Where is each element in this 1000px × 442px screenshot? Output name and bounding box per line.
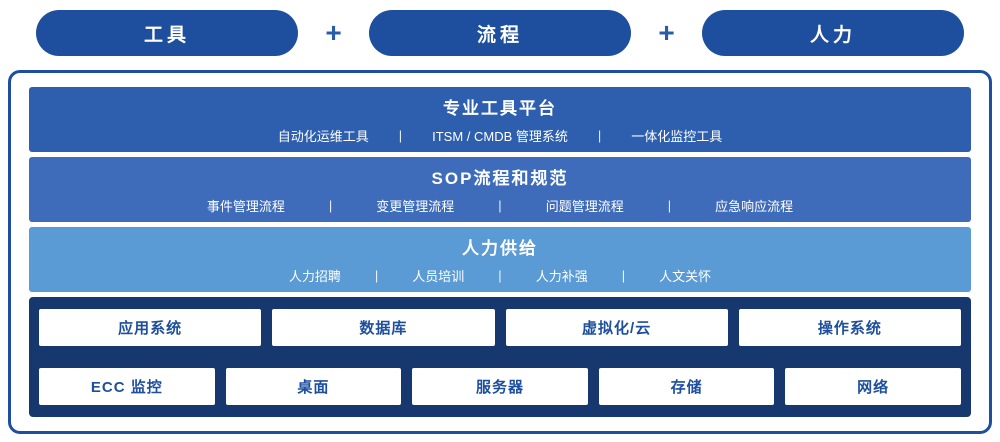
infrastructure-row-1: 应用系统 数据库 虚拟化/云 操作系统 <box>39 309 961 346</box>
band-manpower-supply-items: 人力招聘 | 人员培训 | 人力补强 | 人文关怀 <box>289 266 711 285</box>
item-separator: | <box>621 268 626 283</box>
pill-manpower-label: 人力 <box>809 24 856 46</box>
pill-tools: 工具 <box>36 10 298 56</box>
band-item: 人员培训 <box>412 269 465 284</box>
band-sop-process-title: SOP流程和规范 <box>431 169 569 188</box>
band-item: 人力补强 <box>535 269 588 284</box>
band-item: 自动化运维工具 <box>277 129 369 144</box>
band-manpower-supply: 人力供给 人力招聘 | 人员培训 | 人力补强 | 人文关怀 <box>29 227 971 292</box>
box-network: 网络 <box>785 368 961 405</box>
main-frame: 专业工具平台 自动化运维工具 | ITSM / CMDB 管理系统 | 一体化监… <box>8 70 992 434</box>
band-item: 变更管理流程 <box>376 199 455 214</box>
infrastructure-row-2: ECC 监控 桌面 服务器 存储 网络 <box>39 368 961 405</box>
pill-manpower: 人力 <box>702 10 964 56</box>
band-manpower-supply-title: 人力供给 <box>462 239 538 258</box>
box-application-system: 应用系统 <box>39 309 262 346</box>
plus-icon: + <box>325 17 342 48</box>
infrastructure-section: 应用系统 数据库 虚拟化/云 操作系统 ECC 监控 桌面 服务器 存储 网络 <box>29 297 971 417</box>
band-item: 问题管理流程 <box>545 199 624 214</box>
box-operating-system: 操作系统 <box>738 309 961 346</box>
header-row: 工具 + 流程 + 人力 <box>36 10 964 56</box>
box-database: 数据库 <box>272 309 495 346</box>
item-separator: | <box>398 128 403 143</box>
box-server: 服务器 <box>412 368 588 405</box>
plus-icon: + <box>658 17 675 48</box>
item-separator: | <box>328 198 333 213</box>
item-separator: | <box>498 198 502 213</box>
band-tool-platform-items: 自动化运维工具 | ITSM / CMDB 管理系统 | 一体化监控工具 <box>278 126 723 145</box>
band-sop-process-items: 事件管理流程 | 变更管理流程 | 问题管理流程 | 应急响应流程 <box>207 196 793 215</box>
pill-tools-label: 工具 <box>143 24 190 46</box>
band-item: 人力招聘 <box>288 269 341 284</box>
band-tool-platform: 专业工具平台 自动化运维工具 | ITSM / CMDB 管理系统 | 一体化监… <box>29 87 971 152</box>
band-item: 应急响应流程 <box>715 199 794 214</box>
band-item: 人文关怀 <box>659 269 712 284</box>
band-item: 事件管理流程 <box>206 199 285 214</box>
band-item: 一体化监控工具 <box>631 129 723 144</box>
item-separator: | <box>498 268 502 283</box>
pill-process-label: 流程 <box>476 24 523 46</box>
item-separator: | <box>597 128 602 143</box>
item-separator: | <box>667 198 672 213</box>
box-virtualization-cloud: 虚拟化/云 <box>505 309 728 346</box>
band-sop-process: SOP流程和规范 事件管理流程 | 变更管理流程 | 问题管理流程 | 应急响应… <box>29 157 971 222</box>
band-item: ITSM / CMDB 管理系统 <box>432 129 568 144</box>
box-ecc-monitor: ECC 监控 <box>39 368 215 405</box>
band-tool-platform-title: 专业工具平台 <box>443 99 557 118</box>
item-separator: | <box>374 268 379 283</box>
pill-process: 流程 <box>369 10 631 56</box>
box-desktop: 桌面 <box>225 368 402 405</box>
box-storage: 存储 <box>598 368 775 405</box>
